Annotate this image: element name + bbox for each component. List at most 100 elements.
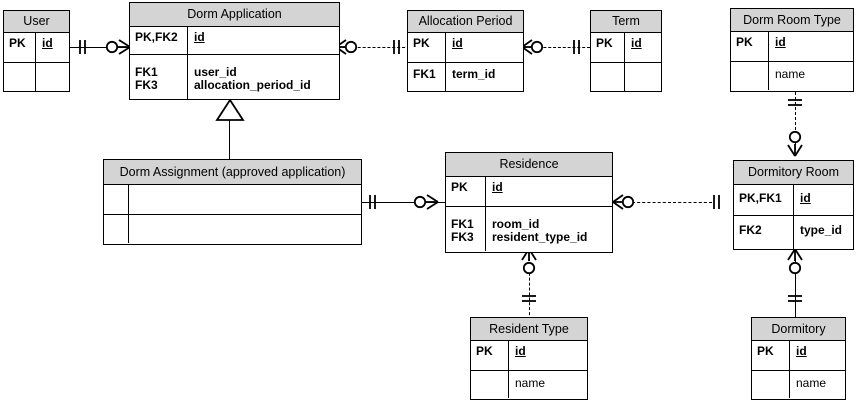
entity-dorm-assignment-title: Dorm Assignment (approved application) <box>104 160 361 185</box>
entity-dormitory-row-pk: PK id <box>752 341 845 371</box>
cardinality-dormitory-room-one <box>713 195 720 209</box>
entity-allocation-period-attr-term-id: term_id <box>452 67 496 81</box>
entity-allocation-period-row-pk: PK id <box>408 33 523 63</box>
connector-generalization-stem <box>229 120 230 160</box>
connector-residence-dormitory-room <box>632 202 712 203</box>
entity-dorm-assignment-key-1 <box>104 215 129 243</box>
entity-dormitory-title: Dormitory <box>752 318 845 341</box>
connector-allocation-period-term <box>524 47 590 48</box>
entity-dorm-application-row-pk: PK,FK2 id <box>130 27 339 55</box>
entity-dormitory-room-attr-id: id <box>800 191 811 205</box>
entity-dormitory-room-row-pk: PK,FK1 id <box>734 185 853 216</box>
entity-term-title: Term <box>591 11 661 33</box>
cardinality-dormitory-one <box>788 295 802 302</box>
entity-dorm-assignment-key-0 <box>104 185 129 214</box>
cardinality-dormitory-room-zero-many-bottom <box>787 248 803 275</box>
entity-residence-attr-id: id <box>492 180 503 194</box>
entity-allocation-period-attr-0: id <box>446 33 523 62</box>
entity-term-row-pk: PK id <box>591 33 661 63</box>
entity-user-attr-0: id <box>36 33 69 62</box>
entity-dorm-assignment-attr-1 <box>129 215 361 243</box>
entity-dorm-room-type-row-name: name <box>731 62 853 90</box>
entity-dorm-room-type-row-pk: PK id <box>731 32 853 62</box>
cardinality-residence-zero-many <box>413 194 439 210</box>
entity-residence-attr-1: room_id resident_type_id <box>486 207 612 251</box>
entity-dormitory-key-1 <box>752 371 790 398</box>
generalization-triangle-icon <box>215 98 245 121</box>
entity-term-attr-id: id <box>631 36 642 50</box>
entity-dormitory-attr-name: name <box>796 376 827 390</box>
entity-allocation-period-title: Allocation Period <box>408 11 523 33</box>
entity-dormitory-row-name: name <box>752 371 845 398</box>
entity-term[interactable]: Term PK id <box>590 10 662 92</box>
entity-resident-type-title: Resident Type <box>471 318 587 341</box>
entity-dorm-room-type-attr-1: name <box>769 62 853 90</box>
entity-user-attr-1 <box>36 63 69 91</box>
entity-dorm-application-attr-0: id <box>188 27 339 54</box>
connector-dorm-room-type-dormitory-room <box>795 92 796 150</box>
cardinality-user-one <box>79 40 86 54</box>
entity-allocation-period-key-1: FK1 <box>408 63 446 91</box>
entity-dormitory-room-key-0: PK,FK1 <box>734 185 794 215</box>
entity-dormitory-attr-1: name <box>790 371 845 398</box>
entity-dorm-application-row-fk: FK1 FK3 user_id allocation_period_id <box>130 55 339 99</box>
cardinality-dorm-assignment-one <box>369 195 376 209</box>
entity-dorm-room-type-attr-id: id <box>775 35 786 49</box>
entity-dorm-assignment[interactable]: Dorm Assignment (approved application) <box>103 159 362 245</box>
cardinality-dormitory-room-zero-many-top <box>787 130 803 157</box>
entity-residence[interactable]: Residence PK id FK1 FK3 room_id resident… <box>445 152 613 253</box>
entity-resident-type-attr-name: name <box>515 376 546 390</box>
cardinality-resident-type-one <box>522 295 536 302</box>
entity-user-row-pk: PK id <box>4 33 69 63</box>
connector-dorm-assignment-residence <box>362 202 446 203</box>
entity-dorm-application[interactable]: Dorm Application PK,FK2 id FK1 FK3 user_… <box>129 2 340 100</box>
entity-dormitory-room[interactable]: Dormitory Room PK,FK1 id FK2 type_id <box>733 160 854 250</box>
connector-residence-resident-type <box>529 258 530 320</box>
entity-resident-type-row-pk: PK id <box>471 341 587 371</box>
entity-user-key-0: PK <box>4 33 36 62</box>
entity-term-key-0: PK <box>591 33 625 62</box>
cardinality-allocation-period-one <box>393 40 400 54</box>
entity-dormitory-room-attr-type-id: type_id <box>800 223 843 237</box>
entity-allocation-period-attr-id: id <box>452 36 463 50</box>
entity-dormitory-room-attr-1: type_id <box>794 216 853 249</box>
entity-dorm-room-type[interactable]: Dorm Room Type PK id name <box>730 8 854 92</box>
entity-dormitory-attr-id: id <box>796 344 807 358</box>
entity-residence-row-fk: FK1 FK3 room_id resident_type_id <box>446 207 612 251</box>
entity-user-row-empty <box>4 63 69 91</box>
entity-dorm-room-type-title: Dorm Room Type <box>731 9 853 32</box>
entity-allocation-period-key-0: PK <box>408 33 446 62</box>
entity-dormitory-key-0: PK <box>752 341 790 370</box>
entity-dorm-application-key-0: PK,FK2 <box>130 27 188 54</box>
entity-dorm-application-attr-user-id: user_id <box>194 65 237 79</box>
entity-residence-attr-room-id: room_id <box>492 217 540 231</box>
entity-dorm-application-attr-id: id <box>194 30 205 44</box>
entity-resident-type-attr-1: name <box>509 371 587 398</box>
cardinality-residence-many <box>612 194 635 210</box>
entity-dormitory[interactable]: Dormitory PK id name <box>751 317 846 400</box>
entity-residence-attr-0: id <box>486 177 612 206</box>
entity-dormitory-room-title: Dormitory Room <box>734 161 853 185</box>
entity-resident-type-key-0: PK <box>471 341 509 370</box>
entity-resident-type-key-1 <box>471 371 509 398</box>
entity-user-attr-id: id <box>42 36 53 50</box>
cardinality-term-one <box>573 40 580 54</box>
entity-resident-type[interactable]: Resident Type PK id name <box>470 317 588 400</box>
entity-term-key-1 <box>591 63 625 91</box>
entity-resident-type-attr-0: id <box>509 341 587 370</box>
entity-allocation-period-attr-1: term_id <box>446 63 523 91</box>
entity-dorm-room-type-key-1 <box>731 62 769 90</box>
entity-term-attr-0: id <box>625 33 661 62</box>
connector-dormitory-room-dormitory <box>795 258 796 320</box>
entity-allocation-period[interactable]: Allocation Period PK id FK1 term_id <box>407 10 524 92</box>
entity-residence-title: Residence <box>446 153 612 177</box>
entity-resident-type-attr-id: id <box>515 344 526 358</box>
entity-user-key-1 <box>4 63 36 91</box>
entity-dormitory-room-row-fk: FK2 type_id <box>734 216 853 249</box>
cardinality-dorm-room-type-one <box>788 99 802 106</box>
cardinality-dorm-application-many <box>335 39 358 55</box>
entity-user[interactable]: User PK id <box>3 10 70 92</box>
entity-dorm-assignment-row-0 <box>104 185 361 215</box>
entity-dormitory-attr-0: id <box>790 341 845 370</box>
connector-dorm-application-allocation-period <box>338 47 410 48</box>
